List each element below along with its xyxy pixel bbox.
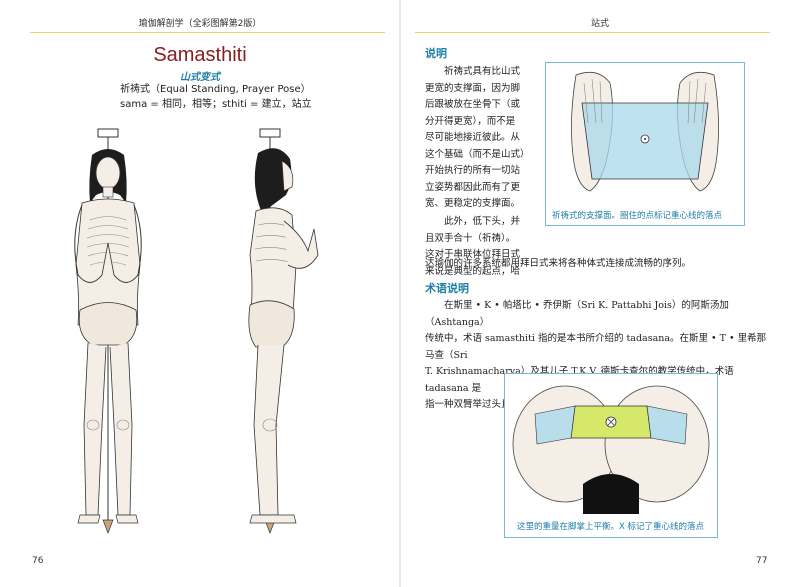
gutter xyxy=(399,0,401,587)
shadow xyxy=(583,474,639,514)
text-line: 传统中，术语 samasthiti 指的是本书所介绍的 tadasana。在斯里… xyxy=(425,333,767,361)
right-page: 站式 说明 祈祷式具有比山式更宽的支撑面，因为脚后跟被放在坐骨下（或分开得更宽）… xyxy=(400,0,800,587)
text-line: 宽、更稳定的支撑面。 xyxy=(425,198,521,209)
text-line: T. Krishnamacharya）及其儿子 T.K.V. 德斯卡查尔的教学传… xyxy=(425,366,734,394)
description-paragraph-2: 此外，低下头，并且双手合十（祈祷）。这对于串联体位拜日式来说是典型的起点，哈 xyxy=(425,214,560,280)
pelvis-side xyxy=(248,300,295,348)
pose-subtitle: 山式变式 xyxy=(180,72,220,83)
header-rule-right xyxy=(415,32,770,33)
left-leg xyxy=(83,342,107,516)
figure-support-base-tadasana: 这里的重量在脚掌上平衡。X 标记了重心线的落点 xyxy=(504,373,718,538)
translation-line-1: 祈祷式（Equal Standing, Prayer Pose） xyxy=(120,84,311,95)
text-line: 尽可能地接近彼此。从 xyxy=(425,132,521,143)
leg-side xyxy=(253,344,285,516)
text-line: 这对于串联体位拜日式 xyxy=(425,249,521,260)
plumb-bob xyxy=(102,519,114,534)
feet-ball-diagram xyxy=(512,385,710,514)
left-page: 瑜伽解剖学（全彩图解第2版） Samasthiti 山式变式 祈祷式（Equal… xyxy=(30,19,385,566)
pose-translation: 祈祷式（Equal Standing, Prayer Pose） sama = … xyxy=(120,82,312,112)
figure-support-base-prayer: 祈祷式的支撑面。圈住的点标记重心线的落点 xyxy=(545,62,745,226)
text-line: 立姿势都因此而有了更 xyxy=(425,181,521,193)
head xyxy=(95,156,121,190)
description-paragraph-1: 祈祷式具有比山式更宽的支撑面，因为脚后跟被放在坐骨下（或分开得更宽），而不是尽可… xyxy=(425,64,560,213)
text-line: 这个基础（而不是山式） xyxy=(425,148,530,160)
pelvis xyxy=(78,302,138,346)
text-line: 后跟被放在坐骨下（或 xyxy=(425,99,521,110)
translation-line-2: sama = 相同，相等；sthiti = 建立，站立 xyxy=(120,99,312,110)
description-paragraph-2-tail: 达瑜伽的许多系统都用拜日式来将各种体式连接成流畅的序列。 xyxy=(425,258,692,269)
running-head-right: 站式 xyxy=(590,19,609,29)
hands-prayer-side xyxy=(283,220,319,269)
pose-title: Samasthiti xyxy=(153,44,247,66)
text-line: 且双手合十（祈祷）。 xyxy=(425,232,516,244)
section-heading-terminology: 术语说明 xyxy=(425,282,469,295)
text-line: 在斯里 • K • 帕塔比 • 乔伊斯（Sri K. Pattabhi Jois… xyxy=(425,300,729,328)
side-view-figure xyxy=(248,128,319,534)
text-line: 分开得更宽），而不是 xyxy=(425,115,516,127)
section-heading-description: 说明 xyxy=(425,47,447,60)
page-number-left: 76 xyxy=(32,556,44,566)
figure-caption-1: 祈祷式的支撑面。圈住的点标记重心线的落点 xyxy=(552,211,723,221)
text-line: 开始执行的所有一切站 xyxy=(425,165,521,176)
header-rule-left xyxy=(30,32,385,33)
running-head-left: 瑜伽解剖学（全彩图解第2版） xyxy=(138,19,262,29)
front-view-figure xyxy=(74,128,142,534)
foot-side xyxy=(249,514,297,524)
figure-caption-2: 这里的重量在脚掌上平衡。X 标记了重心线的落点 xyxy=(517,522,705,532)
plumb-marker-top-side xyxy=(259,128,281,138)
right-leg xyxy=(109,342,133,516)
text-line: 来说是典型的起点，哈 xyxy=(425,265,521,277)
text-line: 更宽的支撑面，因为脚 xyxy=(425,82,521,94)
text-line: 祈祷式具有比山式 xyxy=(444,66,521,77)
hands-prayer xyxy=(101,242,115,276)
face-side xyxy=(281,160,294,192)
page-number-right: 77 xyxy=(756,556,768,566)
plumb-marker-top xyxy=(97,128,119,138)
text-line: 此外，低下头，并 xyxy=(444,216,521,227)
feet-diagram xyxy=(571,71,719,192)
